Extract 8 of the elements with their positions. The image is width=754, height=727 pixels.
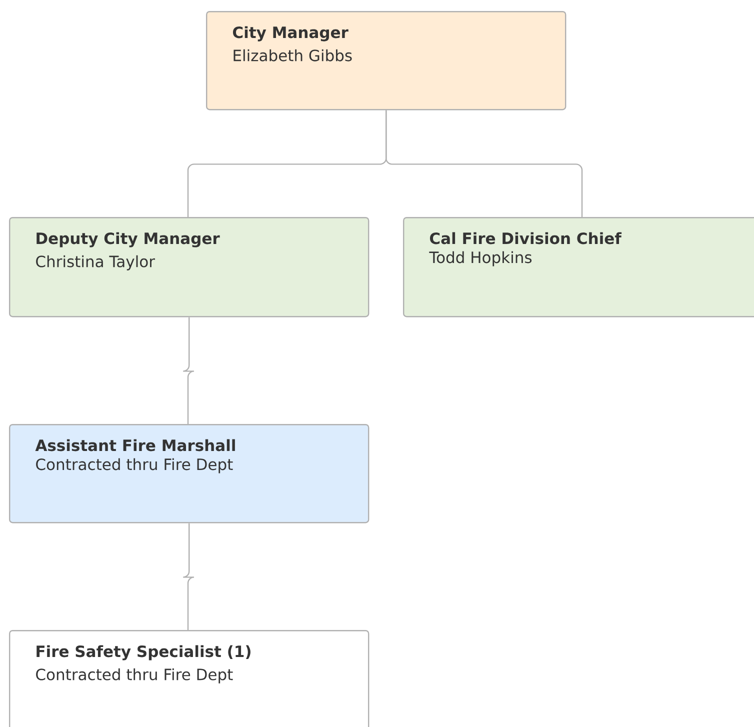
org-box: City Manager Elizabeth Gibbs bbox=[206, 11, 566, 110]
connector-line bbox=[182, 317, 195, 424]
org-box: Assistant Fire Marshall Contracted thru Fire Dept bbox=[9, 424, 370, 524]
org-box: Cal Fire Division Chief Todd Hopkins bbox=[403, 217, 754, 318]
org-box: Deputy City Manager Christina Taylor bbox=[9, 217, 370, 318]
connector-line bbox=[386, 110, 583, 217]
org-box: Fire Safety Specialist (1) Contracted thru Fire Dept bbox=[9, 630, 370, 727]
connector-line bbox=[182, 523, 195, 630]
